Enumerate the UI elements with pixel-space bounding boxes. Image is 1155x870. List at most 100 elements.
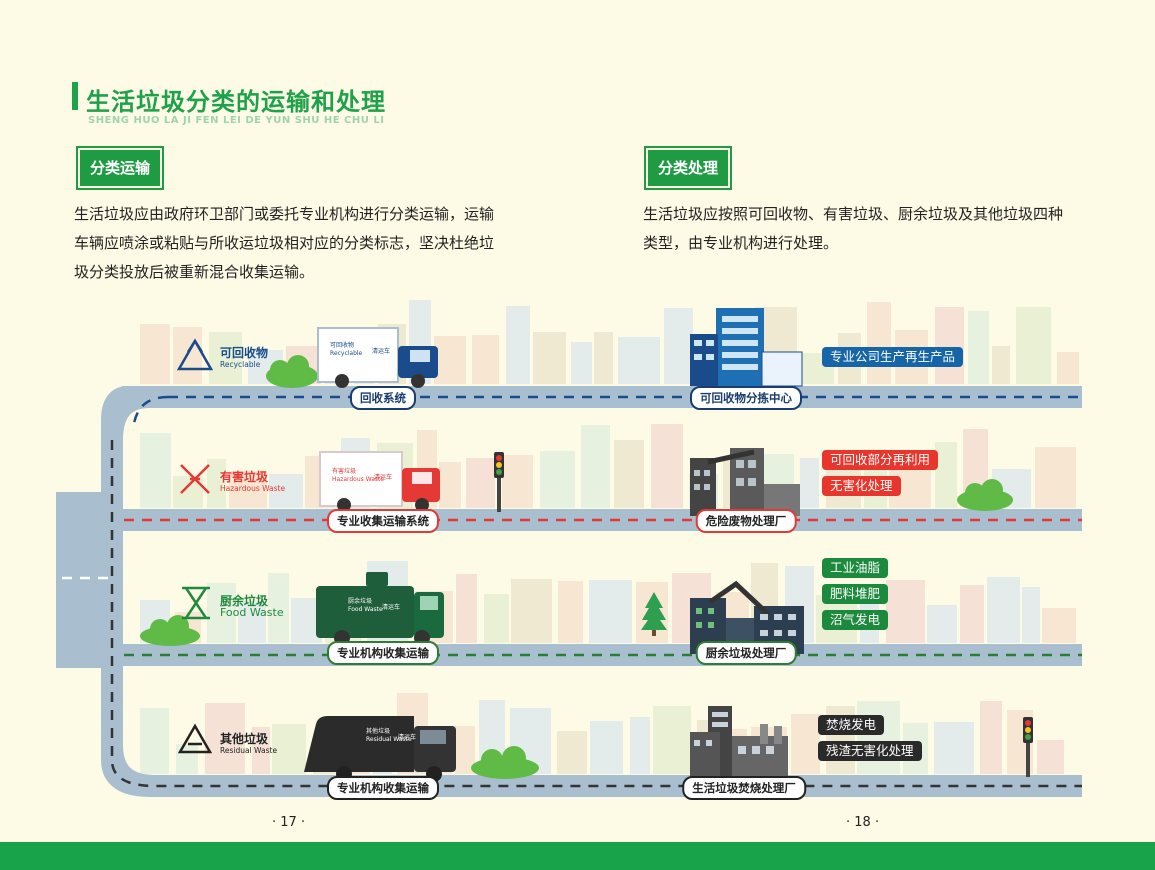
background-building bbox=[992, 346, 1010, 384]
background-building bbox=[1057, 352, 1079, 384]
truck-panel-tag: 清运车 bbox=[374, 474, 393, 481]
background-building bbox=[176, 744, 198, 774]
outcome-tag: 沼气发电 bbox=[822, 610, 889, 630]
background-building bbox=[1022, 587, 1040, 643]
recyclable-icon bbox=[176, 338, 214, 371]
background-building bbox=[455, 726, 475, 774]
truck-panel-tag: 清运车 bbox=[372, 348, 391, 355]
page-title: 生活垃圾分类的运输和处理 bbox=[86, 88, 386, 116]
traffic-light bbox=[494, 452, 504, 512]
residual-truck bbox=[304, 716, 456, 782]
background-building bbox=[886, 580, 925, 643]
background-building bbox=[960, 585, 984, 643]
background-building bbox=[614, 440, 644, 508]
footer-band bbox=[0, 842, 1155, 870]
food-plant-building bbox=[690, 580, 804, 654]
background-building bbox=[502, 455, 533, 508]
background-building bbox=[987, 577, 1020, 643]
transport-paragraph: 生活垃圾应由政府环卫部门或委托专业机构进行分类运输，运输 车辆应喷涂或粘贴与所收… bbox=[74, 205, 495, 281]
background-building bbox=[558, 581, 583, 643]
category-en: Recyclable bbox=[220, 360, 261, 369]
background-building bbox=[140, 708, 169, 774]
processing-paragraph: 生活垃圾应按照可回收物、有害垃圾、厨余垃圾及其他垃圾四种 类型，由专业机构进行处… bbox=[643, 205, 1064, 252]
category-en: Food Waste bbox=[220, 606, 284, 619]
background-building bbox=[935, 442, 957, 508]
residual-waste-icon bbox=[177, 723, 213, 754]
background-building bbox=[653, 706, 691, 774]
outcome-tag: 肥料堆肥 bbox=[822, 584, 889, 604]
background-building bbox=[205, 703, 245, 774]
incineration-plant-building bbox=[690, 706, 788, 778]
category-name: 有害垃圾 bbox=[220, 470, 269, 484]
title-accent-bar bbox=[72, 82, 78, 110]
background-building bbox=[229, 471, 267, 508]
hazardous-icon bbox=[180, 464, 210, 494]
transport-label: 专业收集运输系统 bbox=[327, 509, 439, 533]
hazardous-plant-building bbox=[690, 448, 800, 516]
background-building bbox=[269, 474, 303, 508]
background-building bbox=[589, 580, 632, 643]
outcome-tag: 残渣无害化处理 bbox=[818, 741, 922, 761]
background-building bbox=[594, 332, 613, 384]
background-building bbox=[581, 425, 610, 508]
outcome-tag: 无害化处理 bbox=[822, 476, 901, 496]
background-building bbox=[618, 337, 660, 384]
food-waste-icon bbox=[182, 586, 210, 620]
outcome-tag: 焚烧发电 bbox=[818, 715, 885, 735]
background-building bbox=[590, 721, 623, 774]
outcome-tag: 可回收部分再利用 bbox=[822, 450, 939, 470]
truck-panel-tag: 清运车 bbox=[398, 734, 417, 741]
transport-label: 回收系统 bbox=[350, 386, 416, 410]
facility-label: 可回收物分拣中心 bbox=[690, 386, 802, 410]
background-building bbox=[867, 302, 891, 384]
background-building bbox=[800, 458, 819, 508]
recycle-truck bbox=[317, 327, 438, 388]
section-badge-transport: 分类运输 bbox=[78, 148, 163, 188]
background-building bbox=[651, 424, 683, 508]
background-building bbox=[434, 336, 466, 384]
category-en: Hazardous Waste bbox=[220, 484, 286, 493]
facility-label: 生活垃圾焚烧处理厂 bbox=[682, 776, 806, 800]
category-name: 其他垃圾 bbox=[220, 732, 269, 746]
facility-label: 危险废物处理厂 bbox=[695, 509, 797, 533]
background-building bbox=[252, 727, 270, 774]
page-subtitle: SHENG HUO LA JI FEN LEI DE YUN SHU HE CH… bbox=[88, 115, 385, 126]
background-building bbox=[456, 574, 477, 643]
sorting-center-building bbox=[690, 308, 803, 387]
background-building bbox=[472, 335, 499, 384]
background-building bbox=[207, 583, 236, 643]
category-name: 厨余垃圾 bbox=[220, 594, 269, 608]
truck-panel-tag: 清运车 bbox=[382, 604, 401, 611]
bushes bbox=[140, 355, 1013, 779]
background-building bbox=[207, 459, 226, 508]
outcome-tag: 专业公司生产再生产品 bbox=[822, 347, 964, 367]
background-building bbox=[557, 731, 587, 774]
background-building bbox=[511, 579, 552, 643]
background-building bbox=[1016, 307, 1051, 384]
page-number-left: · 17 · bbox=[272, 815, 306, 830]
background-building bbox=[533, 332, 566, 384]
background-building bbox=[238, 601, 266, 643]
background-building bbox=[857, 701, 900, 774]
background-building bbox=[630, 717, 650, 774]
background-building bbox=[664, 308, 693, 384]
background-building bbox=[1042, 608, 1076, 643]
background-building bbox=[968, 311, 989, 384]
outcome-tag: 工业油脂 bbox=[822, 558, 889, 578]
food-truck bbox=[316, 572, 444, 646]
section-badge-processing: 分类处理 bbox=[646, 148, 731, 188]
transport-label: 专业机构收集运输 bbox=[327, 641, 439, 665]
background-building bbox=[934, 722, 974, 774]
background-building bbox=[209, 332, 242, 384]
background-building bbox=[506, 306, 530, 384]
category-name: 可回收物 bbox=[220, 346, 269, 360]
category-en: Residual Waste bbox=[220, 746, 278, 755]
background-building bbox=[540, 451, 575, 508]
transport-label: 专业机构收集运输 bbox=[327, 776, 439, 800]
background-building bbox=[268, 573, 289, 643]
